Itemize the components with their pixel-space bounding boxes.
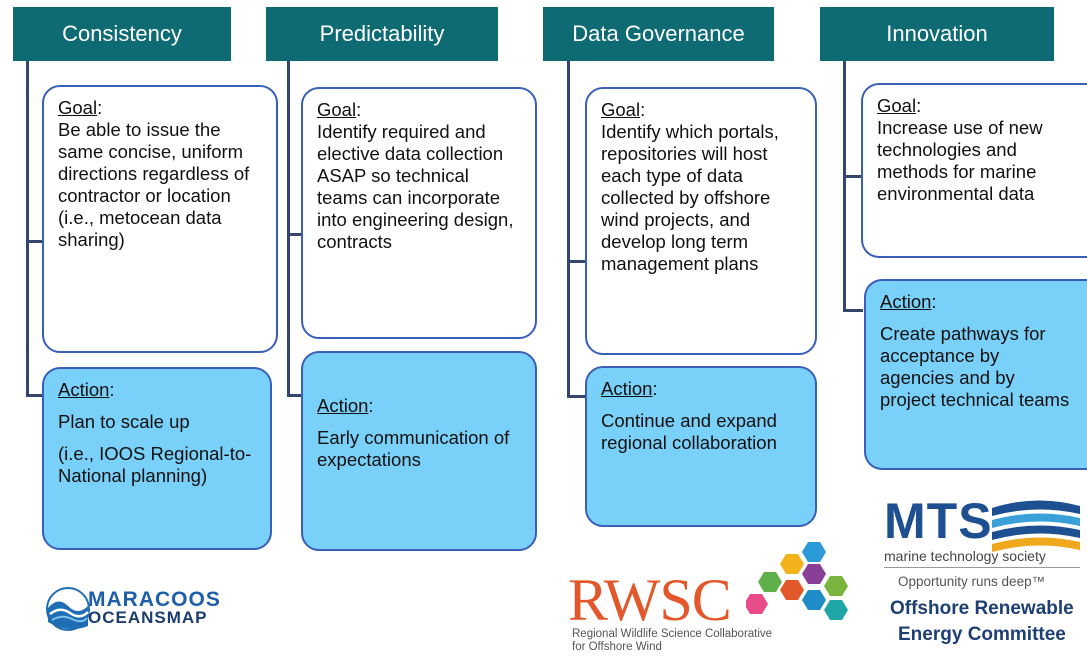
goal-label: Goal — [317, 99, 357, 120]
action-label: Action — [601, 378, 653, 399]
goal-label: Goal — [58, 97, 98, 118]
header-consistency: Consistency — [13, 7, 231, 61]
connector-data-governance-goal — [567, 260, 587, 263]
action-text-detail: (i.e., IOOS Regional-to-National plannin… — [58, 443, 252, 486]
mts-tagline: Opportunity runs deep™ — [898, 574, 1046, 589]
goal-box-innovation: Goal: Increase use of new technologies a… — [861, 83, 1087, 258]
action-label: Action — [58, 379, 110, 400]
connector-data-governance-action — [567, 395, 587, 398]
connector-innovation — [843, 61, 846, 311]
goal-box-data-governance: Goal: Identify which portals, repositori… — [585, 87, 817, 355]
goal-box-consistency: Goal: Be able to issue the same concise,… — [42, 85, 278, 353]
header-innovation: Innovation — [820, 7, 1054, 61]
connector-consistency-action — [26, 394, 44, 397]
header-innovation-label: Innovation — [886, 21, 988, 46]
goal-label: Goal — [877, 95, 917, 116]
connector-predictability — [287, 61, 290, 396]
mts-logo: MTS marine technology society Opportunit… — [870, 490, 1087, 657]
action-label: Action — [317, 395, 369, 416]
goal-label: Goal — [601, 99, 641, 120]
header-consistency-label: Consistency — [62, 21, 182, 46]
action-text: Continue and expand regional collaborati… — [601, 410, 777, 453]
rwsc-logo: RWSC Regional Wildlife Science Collabora… — [568, 540, 858, 655]
connector-data-governance — [567, 61, 570, 397]
connector-innovation-goal — [843, 175, 862, 178]
header-predictability: Predictability — [266, 7, 498, 61]
header-predictability-label: Predictability — [319, 21, 445, 46]
connector-consistency-goal — [26, 240, 44, 243]
mts-wave-icon — [992, 500, 1080, 552]
rwsc-name: RWSC — [568, 567, 732, 633]
header-data-governance: Data Governance — [543, 7, 774, 61]
goal-text: Identify required and elective data coll… — [317, 121, 514, 252]
rwsc-subtitle-2: for Offshore Wind — [572, 641, 662, 653]
committee-name-line2: Energy Committee — [898, 624, 1066, 645]
action-label: Action — [880, 291, 932, 312]
mts-subtitle: marine technology society — [884, 548, 1046, 564]
action-text: Plan to scale up — [58, 411, 190, 432]
action-text: Create pathways for acceptance by agenci… — [880, 323, 1070, 410]
maracoos-name: MARACOOS — [88, 588, 221, 611]
action-box-consistency: Action: Plan to scale up (i.e., IOOS Reg… — [42, 367, 272, 550]
mts-name: MTS — [884, 493, 993, 549]
connector-consistency — [26, 61, 29, 396]
goal-text: Increase use of new technologies and met… — [877, 117, 1043, 204]
mts-divider — [884, 567, 1080, 568]
action-box-innovation: Action: Create pathways for acceptance b… — [864, 279, 1087, 470]
maracoos-oceansmap: OCEANSMAP — [88, 608, 208, 627]
connector-predictability-action — [287, 394, 304, 397]
committee-name-line1: Offshore Renewable — [890, 598, 1074, 619]
connector-innovation-action — [843, 309, 863, 312]
action-box-data-governance: Action: Continue and expand regional col… — [585, 366, 817, 527]
action-text: Early communication of expectations — [317, 427, 510, 470]
goal-text: Identify which portals, repositories wil… — [601, 121, 779, 274]
maracoos-wave-icon — [46, 587, 90, 631]
header-data-governance-label: Data Governance — [572, 21, 745, 46]
rwsc-subtitle-1: Regional Wildlife Science Collaborative — [572, 628, 773, 640]
goal-text: Be able to issue the same concise, unifo… — [58, 119, 250, 250]
maracoos-logo: MARACOOS OCEANSMAP — [40, 584, 280, 634]
connector-predictability-goal — [287, 233, 303, 236]
rwsc-hexagon-icon — [746, 542, 848, 620]
action-box-predictability: Action: Early communication of expectati… — [301, 351, 537, 551]
goal-box-predictability: Goal: Identify required and elective dat… — [301, 87, 537, 339]
